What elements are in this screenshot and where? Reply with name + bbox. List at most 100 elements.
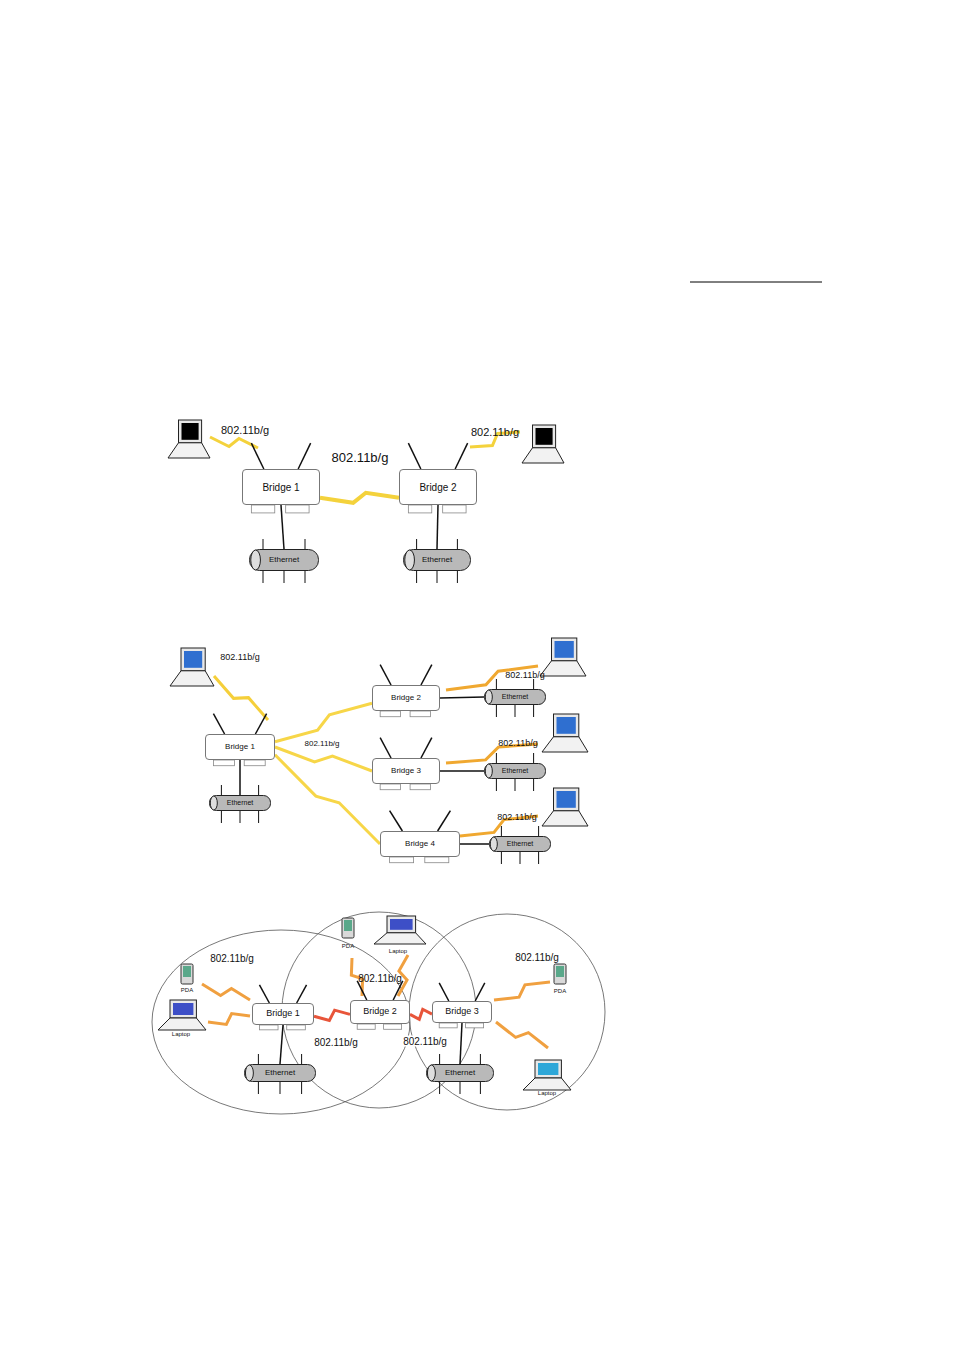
bridge-foot: [244, 760, 265, 766]
bridge-foot: [410, 711, 430, 717]
antenna: [380, 665, 391, 685]
pipe-end: [485, 690, 492, 704]
protocol-label: 802.11b/g: [515, 952, 559, 963]
laptop-lid: [554, 714, 579, 737]
tap-line: [263, 571, 264, 583]
wireless-link: [275, 755, 380, 844]
link-label: 802.11b/g: [401, 1036, 449, 1047]
laptop-screen: [555, 641, 574, 658]
tap-line: [533, 705, 534, 717]
tap-line: [457, 539, 458, 549]
ethernet-cable: [460, 1023, 462, 1064]
ethernet-cable: [440, 697, 484, 698]
tap-line: [501, 826, 502, 836]
wireless-link: [208, 1014, 250, 1025]
ethernet-cable: [437, 505, 438, 549]
antenna: [259, 985, 269, 1003]
underline-rule: [690, 282, 822, 283]
bridge-foot: [466, 1023, 484, 1028]
tap-line: [538, 826, 539, 836]
antenna: [213, 714, 224, 734]
pipe-end: [490, 837, 497, 851]
laptop-base: [374, 933, 426, 944]
tap-line: [258, 1054, 259, 1064]
ethernet-segment: Ethernet: [484, 763, 546, 779]
bridge-foot: [439, 1023, 457, 1028]
laptop-icon: [170, 648, 214, 686]
tap-line: [496, 705, 497, 717]
laptop-lid: [535, 1060, 561, 1078]
tap-line: [284, 571, 285, 583]
node-label: Ethernet: [265, 1069, 295, 1078]
tap-line: [221, 785, 222, 795]
node-label: Bridge 1: [266, 1009, 300, 1019]
bridge-foot: [384, 1024, 402, 1029]
pipe-body: [485, 690, 546, 705]
pipe-end: [210, 796, 217, 810]
tap-line: [496, 679, 497, 689]
pipe-body: [404, 550, 471, 571]
pipe-body: [250, 550, 319, 571]
laptop-base: [168, 443, 210, 458]
tap-line: [305, 571, 306, 583]
laptop-screen: [536, 428, 553, 445]
node-label: Bridge 4: [405, 840, 435, 849]
laptop-screen: [557, 791, 576, 808]
laptop-icon: [540, 638, 586, 676]
device-label: Laptop: [389, 948, 407, 955]
ethernet-cable: [460, 843, 489, 845]
bridge-box: Bridge 2: [399, 469, 477, 505]
node-label: Ethernet: [507, 840, 533, 848]
tap-line: [480, 1054, 481, 1064]
pda-screen: [183, 966, 191, 977]
antenna: [380, 738, 391, 758]
tap-line: [301, 1082, 302, 1094]
wireless-link: [410, 1009, 432, 1019]
antenna: [421, 665, 432, 685]
bridge-foot: [390, 857, 414, 863]
tap-line: [515, 705, 516, 717]
laptop-lid: [387, 916, 416, 933]
pipe-body: [245, 1065, 316, 1082]
ethernet-segment: Ethernet: [484, 689, 546, 705]
ethernet-segment: Ethernet: [244, 1064, 316, 1082]
bridge-box: Bridge 3: [372, 758, 440, 784]
antenna: [251, 443, 263, 469]
laptop-lid: [533, 425, 556, 448]
wireless-link: [214, 676, 268, 720]
protocol-label: 802.11b/g: [471, 426, 519, 438]
antenna: [298, 443, 310, 469]
antenna: [297, 985, 307, 1003]
pipe-end: [251, 550, 261, 570]
protocol-label: 802.11b/g: [220, 653, 259, 663]
tap-line: [457, 571, 458, 583]
laptop-screen: [390, 919, 413, 930]
ethernet-segment: Ethernet: [249, 549, 319, 571]
laptop-icon: [542, 714, 588, 752]
tap-line: [533, 679, 534, 689]
protocol-label: 802.11b/g: [221, 424, 269, 436]
coverage-circle: [152, 930, 410, 1114]
coverage-circles: [152, 912, 605, 1114]
laptop-screen: [538, 1063, 558, 1075]
antenna: [357, 981, 367, 1000]
bridge-box: Bridge 2: [372, 685, 440, 711]
antenna: [455, 443, 467, 469]
bridge-box: Bridge 1: [252, 1003, 314, 1025]
bridge-box: Bridge 1: [242, 469, 320, 505]
node-label: Bridge 2: [419, 482, 456, 493]
tap-line: [496, 753, 497, 763]
coverage-circle: [409, 914, 605, 1110]
antenna: [255, 714, 266, 734]
link-label: 802.11b/g: [330, 451, 391, 465]
bridge-foot: [380, 784, 400, 790]
tap-line: [301, 1054, 302, 1064]
tap-line: [538, 852, 539, 864]
tap-line: [221, 811, 222, 823]
tap-line: [501, 852, 502, 864]
tap-line: [240, 811, 241, 823]
ethernet-segment: Ethernet: [489, 836, 551, 852]
antenna: [390, 811, 403, 831]
